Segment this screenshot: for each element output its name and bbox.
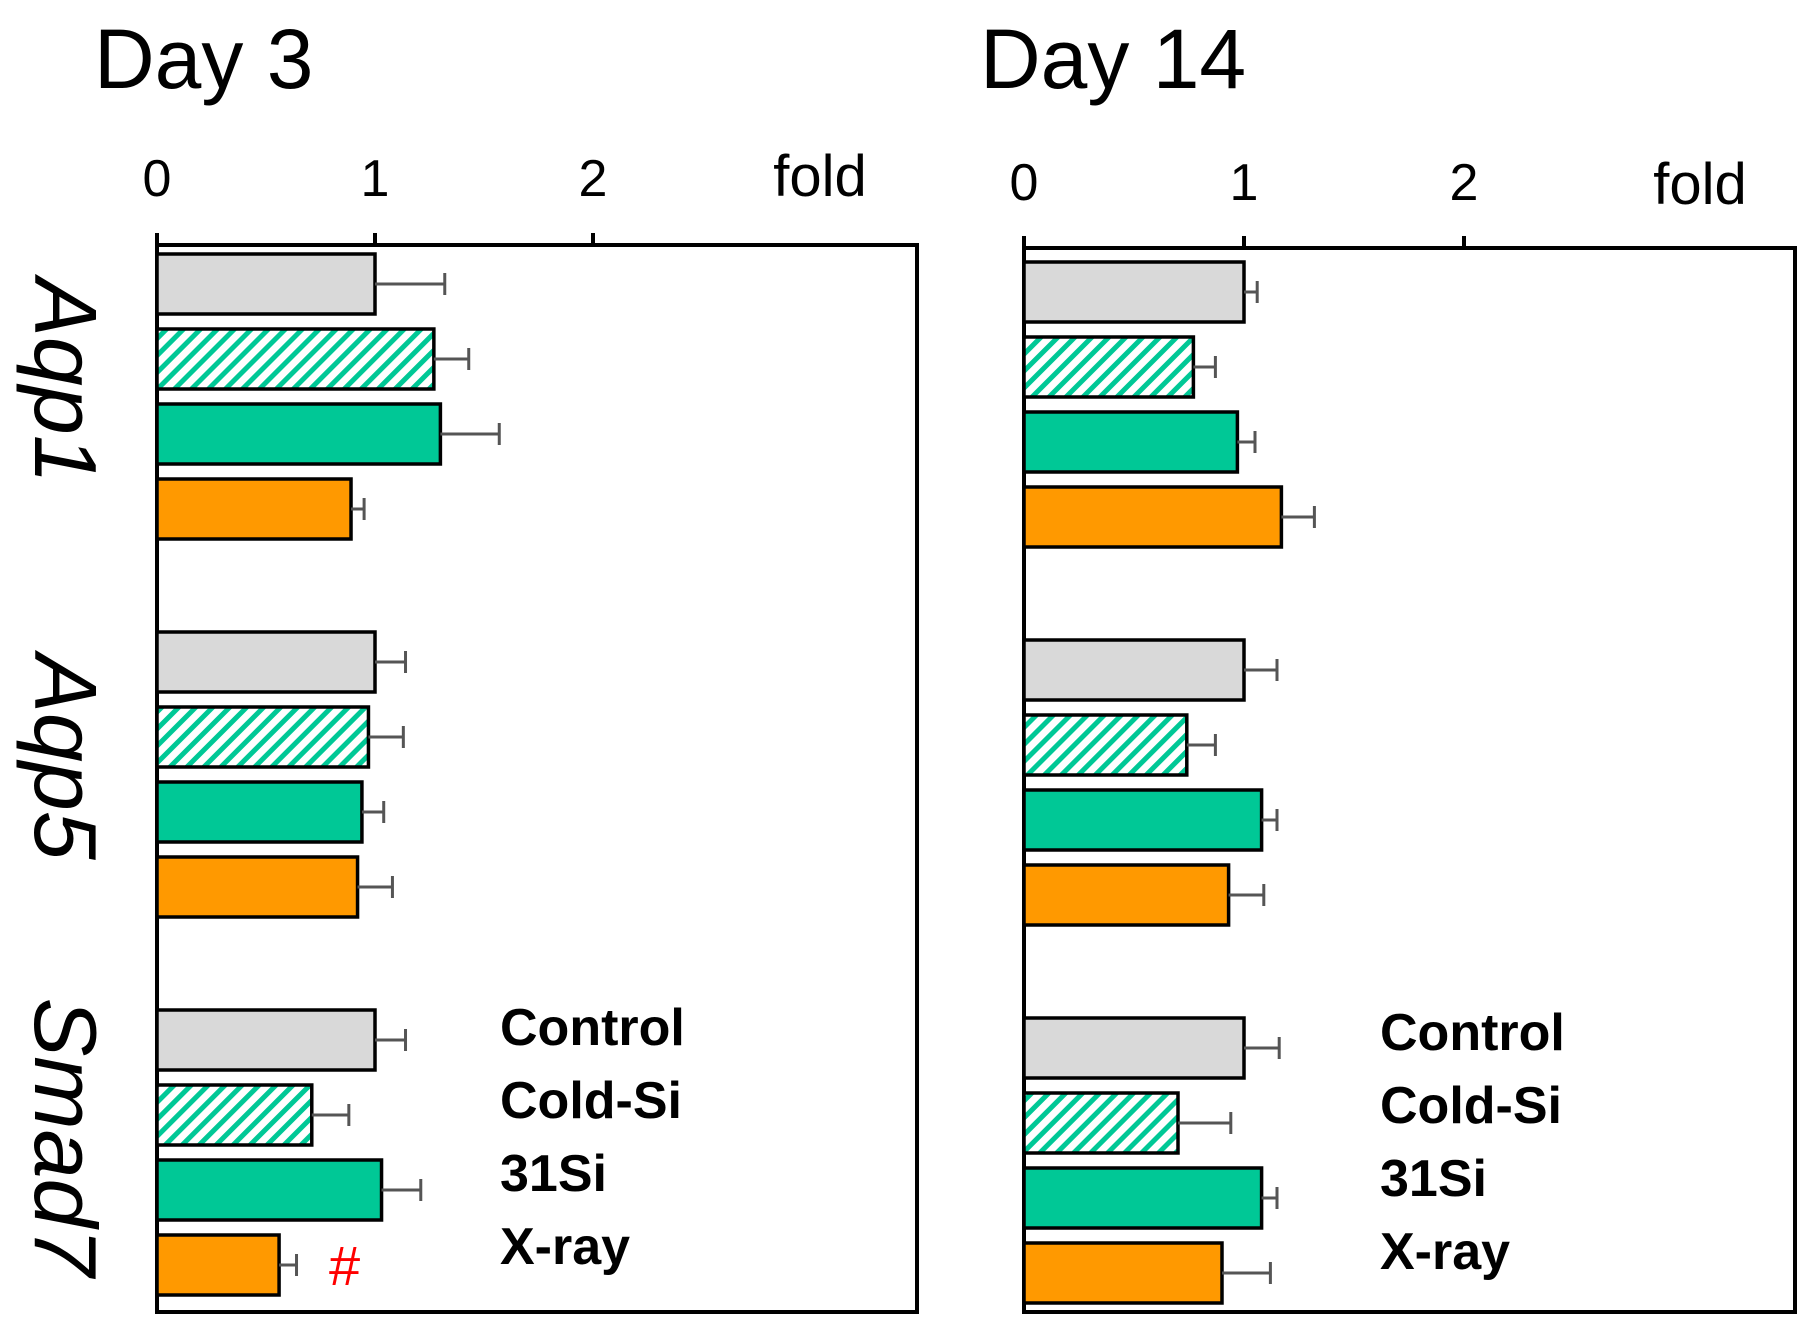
tick-label: 0 — [143, 150, 172, 208]
gene-label-aqp5: Aqp5 — [16, 649, 115, 861]
legend-label: 31Si — [500, 1145, 607, 1203]
bar-smad7-31si — [155, 1158, 384, 1222]
bar-aqp1-x-ray — [1022, 485, 1284, 549]
bar-smad7-cold-si — [1022, 1091, 1180, 1155]
bar-smad7-x-ray — [155, 1233, 281, 1297]
unit-label: fold — [773, 144, 867, 209]
bar-aqp1-control — [155, 252, 377, 316]
tick-label: 0 — [1010, 154, 1039, 212]
bar-aqp5-control — [1022, 638, 1246, 702]
bar-aqp1-31si — [155, 402, 443, 466]
bar-smad7-control — [155, 1008, 377, 1072]
legend-label: Control — [500, 999, 685, 1057]
bar-aqp5-x-ray — [155, 855, 360, 919]
tick-label: 2 — [1450, 154, 1479, 212]
bar-aqp5-control — [155, 630, 377, 694]
panel-title: Day 3 — [94, 12, 313, 106]
bar-aqp1-cold-si — [1022, 335, 1196, 399]
plot-frame — [155, 243, 919, 1314]
legend-label: 31Si — [1380, 1150, 1487, 1208]
bar-aqp1-31si — [1022, 410, 1240, 474]
gene-label-aqp1: Aqp1 — [16, 273, 115, 484]
bar-aqp5-cold-si — [155, 705, 371, 769]
gene-label-smad7: Smad7 — [16, 998, 115, 1280]
bar-smad7-control — [1022, 1016, 1246, 1080]
plot-frame — [1022, 246, 1797, 1314]
tick-label: 1 — [1230, 154, 1259, 212]
bar-aqp1-control — [1022, 260, 1246, 324]
bar-smad7-x-ray — [1022, 1241, 1224, 1305]
tick-label: 1 — [361, 150, 390, 208]
bar-smad7-31si — [1022, 1166, 1264, 1230]
bar-smad7-cold-si — [155, 1083, 314, 1147]
panel-title: Day 14 — [980, 12, 1246, 106]
bar-aqp5-31si — [1022, 788, 1264, 852]
unit-label: fold — [1653, 152, 1747, 217]
tick-label: 2 — [579, 150, 608, 208]
legend-label: Cold-Si — [1380, 1077, 1562, 1135]
bar-aqp1-x-ray — [155, 477, 353, 541]
legend-label: X-ray — [1380, 1223, 1510, 1281]
bar-aqp1-cold-si — [155, 327, 436, 391]
legend-label: Cold-Si — [500, 1072, 682, 1130]
legend-label: X-ray — [500, 1218, 630, 1276]
significance-marker: # — [329, 1234, 360, 1297]
bar-aqp5-x-ray — [1022, 863, 1231, 927]
bar-aqp5-cold-si — [1022, 713, 1189, 777]
legend-label: Control — [1380, 1004, 1565, 1062]
bar-aqp5-31si — [155, 780, 364, 844]
